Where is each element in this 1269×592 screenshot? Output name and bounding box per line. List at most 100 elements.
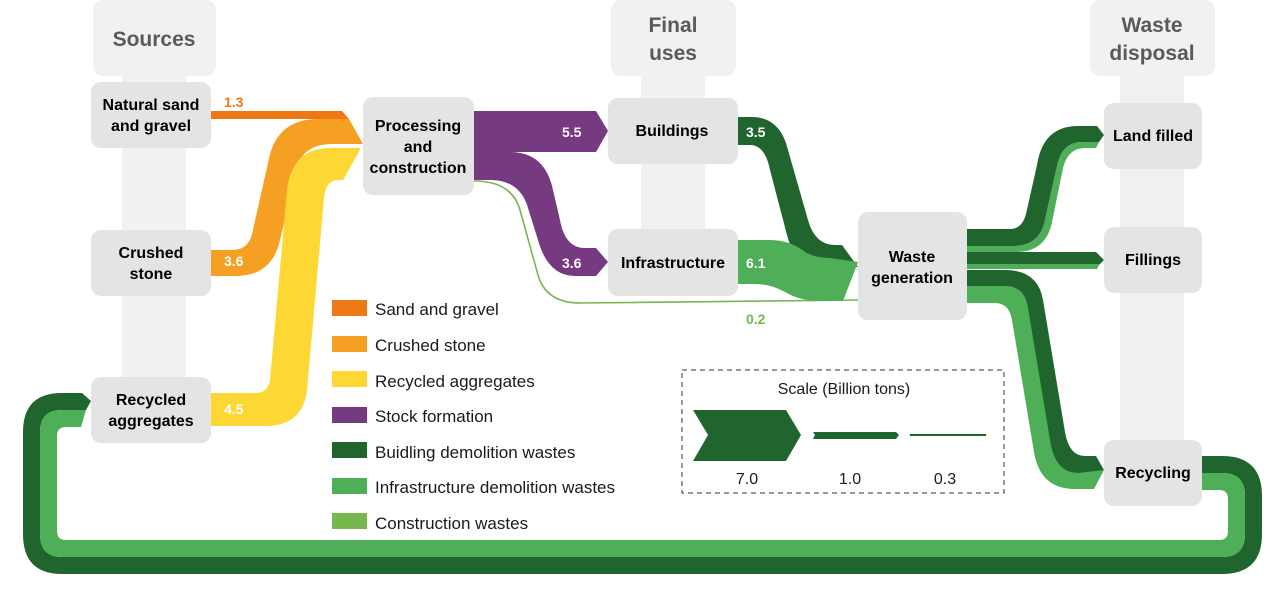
node-recycling: Recycling bbox=[1104, 440, 1202, 506]
scale-arrow-7 bbox=[693, 410, 801, 461]
scale-box: Scale (Billion tons) 7.0 1.0 0.3 bbox=[681, 369, 1005, 494]
legend-swatch-recycled-aggregates bbox=[332, 371, 367, 387]
flow-infrastructure-waste-band bbox=[738, 240, 858, 301]
flow-stock-infrastructure-value: 3.6 bbox=[562, 255, 582, 271]
flow-waste-fillings bbox=[967, 252, 1104, 269]
legend-swatch-stock-formation bbox=[332, 407, 367, 423]
column-sources-header bbox=[93, 0, 216, 76]
column-waste-disposal-title-line1: Waste bbox=[1121, 14, 1182, 37]
node-infrastructure: Infrastructure bbox=[608, 229, 738, 296]
flow-buildings-waste-band bbox=[738, 117, 858, 267]
flow-stock-buildings: 5.5 bbox=[474, 111, 608, 152]
legend-label-infrastructure-demolition: Infrastructure demolition wastes bbox=[375, 478, 615, 497]
legend-label-stock-formation: Stock formation bbox=[375, 407, 493, 426]
column-sources-title: Sources bbox=[113, 28, 196, 51]
column-waste-disposal-header bbox=[1090, 0, 1215, 76]
flow-sand-gravel: 1.3 bbox=[211, 94, 349, 119]
node-infrastructure-label: Infrastructure bbox=[621, 255, 725, 272]
node-processing-construction-box bbox=[363, 97, 474, 195]
node-processing-construction-line2: and bbox=[404, 139, 432, 156]
node-fillings: Fillings bbox=[1104, 227, 1202, 293]
legend-item-infrastructure-demolition: Infrastructure demolition wastes bbox=[332, 478, 615, 497]
node-crushed-stone: Crushed stone bbox=[91, 230, 211, 296]
flow-construction-wastes: 0.2 bbox=[473, 180, 859, 327]
flow-waste-landfill bbox=[967, 126, 1104, 252]
legend-label-construction-wastes: Construction wastes bbox=[375, 514, 528, 533]
legend-swatch-building-demolition bbox=[332, 442, 367, 458]
node-crushed-stone-box bbox=[91, 230, 211, 296]
node-land-filled-box bbox=[1104, 103, 1202, 169]
scale-label-1: 1.0 bbox=[839, 471, 861, 488]
scale-arrow-1 bbox=[813, 432, 899, 439]
legend-label-building-demolition: Buidling demolition wastes bbox=[375, 443, 575, 462]
legend-label-crushed-stone: Crushed stone bbox=[375, 336, 486, 355]
column-sources: Sources bbox=[93, 0, 216, 400]
node-recycling-label: Recycling bbox=[1115, 465, 1191, 482]
flow-buildings-waste: 3.5 bbox=[738, 117, 858, 267]
flow-stock-buildings-band bbox=[474, 111, 608, 152]
flow-stock-buildings-value: 5.5 bbox=[562, 124, 582, 140]
node-fillings-box bbox=[1104, 227, 1202, 293]
flow-infrastructure-waste-value: 6.1 bbox=[746, 255, 766, 271]
scale-label-0-3: 0.3 bbox=[934, 471, 956, 488]
node-land-filled: Land filled bbox=[1104, 103, 1202, 169]
node-infrastructure-box bbox=[608, 229, 738, 296]
node-recycled-aggregates-line1: Recycled bbox=[116, 392, 186, 409]
flow-sand-gravel-value: 1.3 bbox=[224, 94, 244, 110]
scale-box-border bbox=[681, 369, 1005, 494]
node-waste-generation-line2: generation bbox=[871, 270, 953, 287]
flow-stock-infrastructure: 3.6 bbox=[474, 152, 608, 276]
node-waste-generation: Waste generation bbox=[858, 212, 967, 320]
legend-swatch-sand-gravel bbox=[332, 300, 367, 316]
legend: Sand and gravel Crushed stone Recycled a… bbox=[332, 300, 615, 533]
flow-recycled-aggregates-value: 4.5 bbox=[224, 401, 244, 417]
node-natural-sand-gravel: Natural sand and gravel bbox=[91, 82, 211, 148]
scale-title: Scale (Billion tons) bbox=[778, 381, 911, 398]
flow-sand-gravel-band bbox=[211, 111, 349, 119]
scale-arrow-0-3 bbox=[910, 434, 986, 436]
loop-infrastructure-demolition-band bbox=[40, 410, 1245, 557]
flow-recycled-aggregates-band bbox=[211, 148, 361, 426]
legend-label-sand-gravel: Sand and gravel bbox=[375, 300, 499, 319]
legend-item-building-demolition: Buidling demolition wastes bbox=[332, 442, 575, 462]
column-final-uses-header bbox=[611, 0, 736, 76]
node-buildings: Buildings bbox=[608, 98, 738, 164]
node-natural-sand-gravel-line2: and gravel bbox=[111, 118, 191, 135]
legend-item-sand-gravel: Sand and gravel bbox=[332, 300, 499, 319]
node-processing-construction-line3: construction bbox=[370, 160, 467, 177]
node-waste-generation-line1: Waste bbox=[889, 249, 936, 266]
legend-item-crushed-stone: Crushed stone bbox=[332, 336, 486, 355]
node-processing-construction-line1: Processing bbox=[375, 118, 461, 135]
column-waste-disposal-title-line2: disposal bbox=[1109, 42, 1194, 65]
flow-waste-recycling bbox=[967, 270, 1104, 489]
node-recycled-aggregates-box bbox=[91, 377, 211, 443]
column-final-uses-title-line1: Final bbox=[648, 14, 697, 37]
node-recycled-aggregates-line2: aggregates bbox=[108, 413, 193, 430]
legend-swatch-construction-wastes bbox=[332, 513, 367, 529]
node-waste-generation-box bbox=[858, 212, 967, 320]
flow-construction-wastes-value: 0.2 bbox=[746, 311, 766, 327]
flow-crushed-stone-value: 3.6 bbox=[224, 253, 244, 269]
node-crushed-stone-line2: stone bbox=[130, 266, 173, 283]
column-final-uses-title-line2: uses bbox=[649, 42, 697, 65]
flow-stock-infrastructure-band bbox=[474, 152, 608, 276]
flow-recycling-to-recycled-aggregates bbox=[23, 393, 1262, 574]
node-natural-sand-gravel-box bbox=[91, 82, 211, 148]
node-recycling-box bbox=[1104, 440, 1202, 506]
flow-construction-wastes-band bbox=[473, 180, 859, 304]
node-natural-sand-gravel-line1: Natural sand bbox=[103, 97, 200, 114]
flow-recycled-aggregates: 4.5 bbox=[211, 148, 361, 426]
flow-waste-fillings-infra-band bbox=[967, 264, 1100, 269]
legend-swatch-crushed-stone bbox=[332, 336, 367, 352]
legend-item-stock-formation: Stock formation bbox=[332, 407, 493, 426]
scale-label-7: 7.0 bbox=[736, 471, 758, 488]
legend-item-construction-wastes: Construction wastes bbox=[332, 513, 528, 533]
node-fillings-label: Fillings bbox=[1125, 252, 1181, 269]
node-land-filled-label: Land filled bbox=[1113, 128, 1193, 145]
node-crushed-stone-line1: Crushed bbox=[119, 245, 184, 262]
flow-buildings-waste-value: 3.5 bbox=[746, 124, 766, 140]
flow-waste-landfill-building-band bbox=[967, 126, 1104, 246]
flow-infrastructure-waste: 6.1 bbox=[738, 240, 858, 301]
node-buildings-label: Buildings bbox=[636, 123, 709, 140]
